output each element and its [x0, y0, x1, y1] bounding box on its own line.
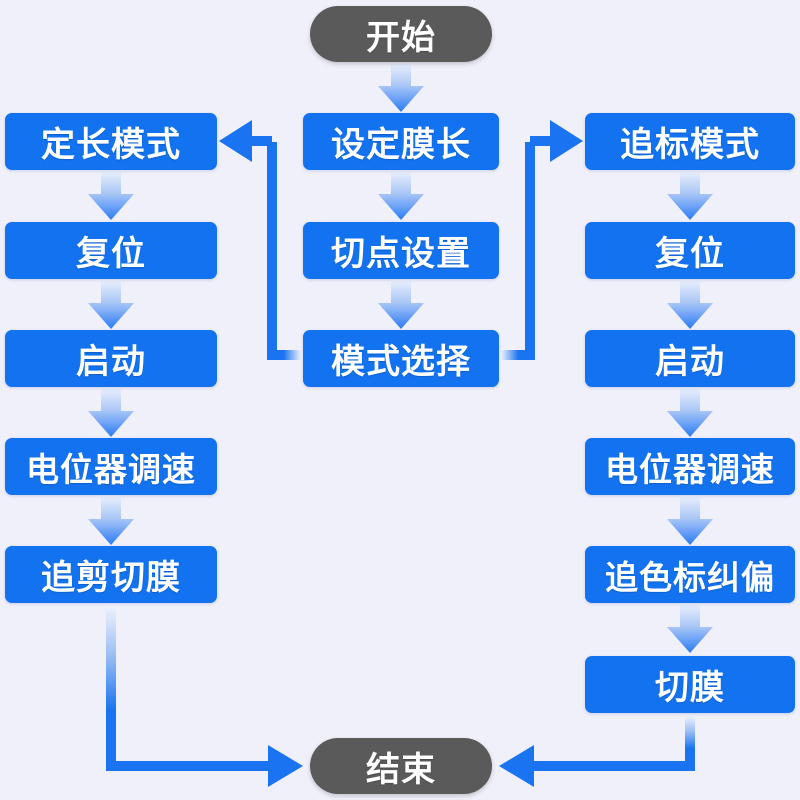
node-potentiometer-speed-left-label: 电位器调速: [26, 450, 196, 488]
edge-mode-selection-to-mark-mode: [501, 120, 583, 360]
node-mode-selection-label: 模式选择: [331, 343, 471, 381]
node-cut-point-setting[interactable]: 切点设置: [303, 222, 499, 279]
edge-mark-mode-to-reset-right: [667, 172, 713, 220]
edge-reset-to-start-right: [667, 281, 713, 329]
node-potentiometer-speed-right[interactable]: 电位器调速: [585, 438, 795, 495]
node-chase-cut-film-label: 追剪切膜: [41, 559, 181, 597]
node-reset-right-label: 复位: [655, 235, 725, 273]
node-end[interactable]: 结束: [310, 738, 492, 794]
node-start-right-label: 启动: [655, 343, 725, 381]
node-start-left[interactable]: 启动: [5, 330, 217, 387]
edge-potentiometer-to-color-mark: [667, 497, 713, 545]
node-reset-right[interactable]: 复位: [585, 222, 795, 279]
node-mode-selection[interactable]: 模式选择: [303, 330, 499, 387]
edge-start-to-set-length: [378, 64, 424, 112]
node-start[interactable]: 开始: [310, 6, 492, 62]
node-potentiometer-speed-left[interactable]: 电位器调速: [5, 438, 217, 495]
edge-chase-cut-to-end: [106, 606, 303, 787]
node-fixed-length-mode[interactable]: 定长模式: [5, 113, 217, 170]
node-start-left-label: 启动: [76, 343, 146, 381]
node-mark-tracking-mode[interactable]: 追标模式: [585, 113, 795, 170]
node-chase-cut-film[interactable]: 追剪切膜: [5, 546, 217, 603]
node-fixed-length-mode-label: 定长模式: [41, 126, 181, 164]
node-end-label: 结束: [366, 750, 436, 789]
edge-reset-to-start-left: [88, 281, 134, 329]
edge-start-to-potentiometer-right: [667, 389, 713, 437]
node-color-mark-correction-label: 追色标纠偏: [605, 558, 775, 596]
edge-start-to-potentiometer-left: [88, 389, 134, 437]
node-cut-film-label: 切膜: [655, 669, 725, 707]
node-reset-left-label: 复位: [76, 235, 146, 273]
node-reset-left[interactable]: 复位: [5, 222, 217, 279]
edge-potentiometer-to-chase-cut: [88, 497, 134, 545]
edge-cut-point-to-mode-selection: [378, 281, 424, 329]
node-cut-film[interactable]: 切膜: [585, 656, 795, 713]
node-start-label: 开始: [366, 18, 436, 57]
edge-color-mark-to-cut-film: [667, 605, 713, 653]
node-cut-point-setting-label: 切点设置: [331, 235, 471, 273]
node-color-mark-correction[interactable]: 追色标纠偏: [585, 546, 795, 603]
node-potentiometer-speed-right-label: 电位器调速: [605, 450, 775, 488]
node-set-length-label: 设定膜长: [331, 126, 471, 164]
edge-set-length-to-cut-point: [378, 172, 424, 220]
node-start-right[interactable]: 启动: [585, 330, 795, 387]
edge-cut-film-to-end: [499, 716, 695, 787]
edge-mode-selection-to-fixed-length: [219, 120, 301, 360]
node-set-length[interactable]: 设定膜长: [303, 113, 499, 170]
edge-fixed-length-to-reset: [88, 172, 134, 220]
node-mark-tracking-mode-label: 追标模式: [620, 126, 760, 164]
